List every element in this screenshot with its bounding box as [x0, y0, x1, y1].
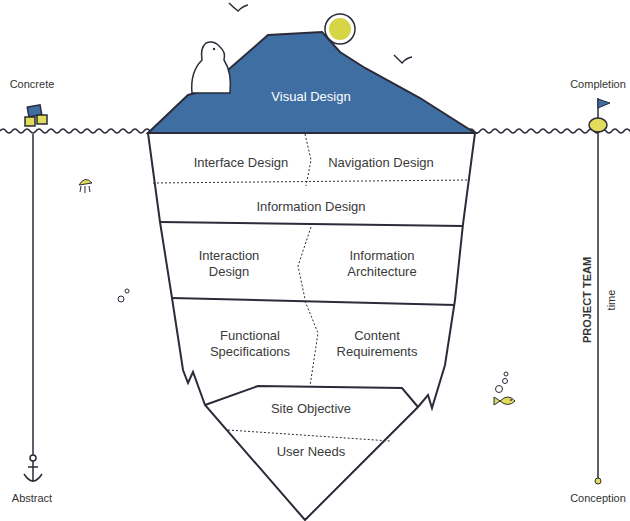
block: [37, 115, 47, 124]
iceberg-body: [148, 133, 475, 520]
bubble: [503, 379, 508, 384]
layer-label: User Needs: [277, 444, 346, 460]
layer-band: Functional Specifications: [182, 327, 318, 361]
axis-label: time: [605, 290, 617, 311]
layer-band: Information Design: [254, 198, 367, 216]
layer-label: Content Requirements: [321, 328, 433, 360]
anchor: [30, 455, 36, 461]
axis-label: PROJECT TEAM: [581, 257, 593, 343]
bear-eye: [213, 48, 215, 50]
layer-label: Interface Design: [194, 155, 289, 171]
jellyfish: [79, 179, 92, 185]
layer-band: Site Objective: [269, 400, 353, 418]
bird: [229, 3, 248, 11]
layer-band: Content Requirements: [319, 327, 435, 361]
anchor-line: [32, 134, 34, 455]
layer-band: Interface Design: [192, 154, 291, 172]
axis-label: Conception: [570, 492, 626, 504]
layer-label: Site Objective: [271, 401, 351, 417]
layer-label: Information Architecture: [326, 248, 438, 280]
iceberg-tip: [148, 32, 475, 133]
axis-label: Completion: [570, 78, 626, 90]
time-line: [597, 132, 599, 479]
layer-label: Functional Specifications: [184, 328, 316, 360]
block: [25, 117, 35, 126]
layer-line: [172, 298, 455, 305]
layer-label: Information Design: [256, 199, 365, 215]
jellyfish: [80, 186, 90, 193]
axis-label: Concrete: [10, 78, 55, 90]
bird: [394, 55, 412, 63]
layer-line: [160, 222, 463, 226]
layer-band: Information Architecture: [324, 247, 440, 281]
fish-eye: [510, 399, 512, 401]
buoy: [589, 118, 607, 132]
polar-bear: [192, 42, 231, 93]
divider-lines: [153, 134, 470, 441]
layer-label: Interaction Design: [181, 248, 277, 280]
fish: [494, 397, 515, 405]
sun-core: [329, 18, 351, 40]
layer-band: Visual Design: [269, 88, 352, 106]
time-dot: [595, 478, 601, 484]
layer-label: Visual Design: [271, 89, 350, 105]
axis-label: Abstract: [12, 492, 52, 504]
flag: [598, 99, 610, 108]
bubble: [496, 386, 503, 393]
anchor: [24, 461, 42, 482]
bubble: [125, 289, 129, 293]
bubble: [504, 372, 508, 376]
layer-band: Navigation Design: [326, 154, 436, 172]
layer-band: User Needs: [275, 443, 348, 461]
layer-band: Interaction Design: [179, 247, 279, 281]
bubble: [118, 296, 124, 302]
layer-label: Navigation Design: [328, 155, 434, 171]
